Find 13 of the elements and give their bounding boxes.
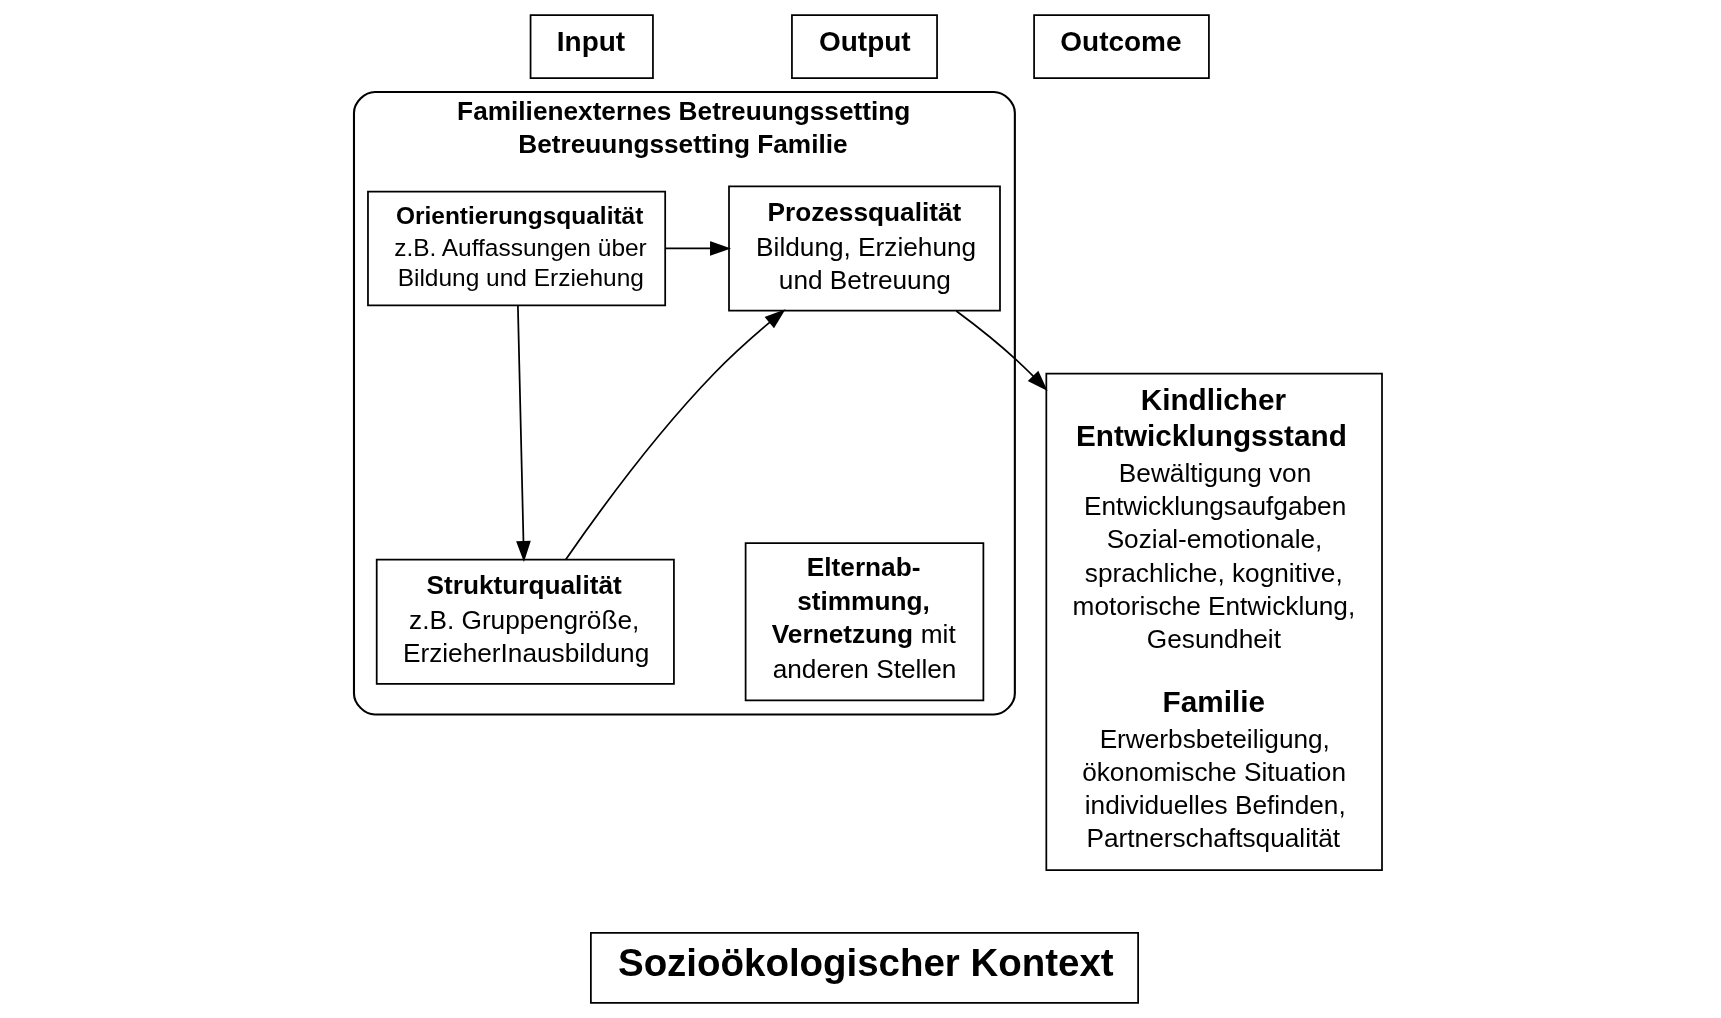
arrow [954, 310, 1048, 392]
node-box: Kindlicher Entwicklungsstand Bewältigung von Entwicklungsaufgaben Sozial-emotionale, sprachliche, kognitive, motorische Entwicklung, Gesundheit Familie Erwerbsbeteiligung, ökonomische Situation individuelles Befinden, Partnerschaftsqualität [1044, 372, 1383, 871]
node-box: Output [790, 14, 938, 79]
arrow [515, 304, 531, 562]
node-box: Outcome [1032, 14, 1210, 79]
arrow [664, 241, 731, 256]
node-box: Sozioökologischer Kontext [589, 932, 1139, 1004]
node-box: Elternab- stimmung, Vernetzung mit anderen Stellen [744, 542, 984, 702]
node-box: Strukturqualität z.B. Gruppengröße, ErzieherInausbildung [375, 558, 675, 685]
arrow [564, 309, 785, 561]
node-box: Prozessqualität Bildung, Erziehung und Betreuung [727, 185, 1001, 312]
node-box: Orientierungsqualität z.B. Auffassungen über Bildung und Erziehung [366, 190, 666, 307]
node-box: Input [529, 14, 654, 79]
